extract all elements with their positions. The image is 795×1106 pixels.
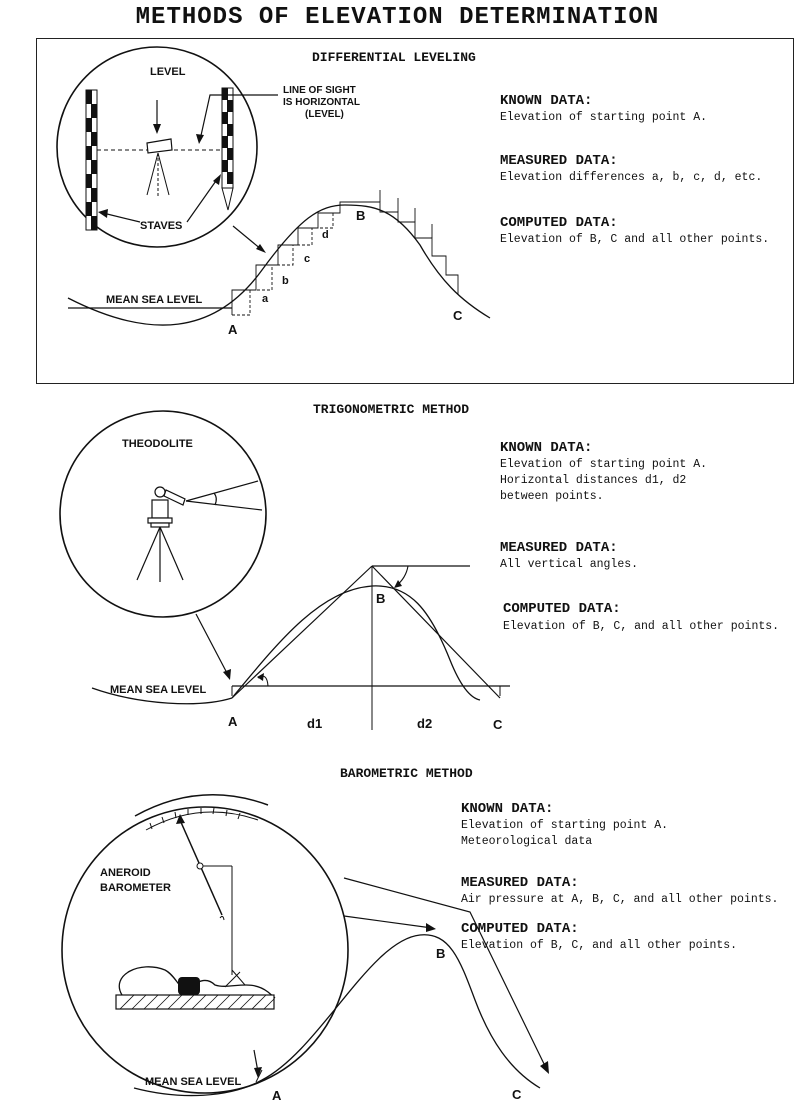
trig-computed-line: Elevation of B, C, and all other points. bbox=[503, 620, 780, 633]
leveling-computed-heading: COMPUTED DATA: bbox=[500, 215, 618, 231]
leveling-known-heading: KNOWN DATA: bbox=[500, 93, 593, 109]
point-b-label: B bbox=[356, 208, 365, 223]
line-of-sight-label-3: (LEVEL) bbox=[305, 109, 344, 120]
trig-known-line-2: Horizontal distances d1, d2 bbox=[500, 474, 687, 487]
baro-computed-heading: COMPUTED DATA: bbox=[461, 921, 579, 937]
baro-known-line-1: Elevation of starting point A. bbox=[461, 819, 669, 832]
trig-known-heading: KNOWN DATA: bbox=[500, 440, 593, 456]
leveling-measured-line: Elevation differences a, b, c, d, etc. bbox=[500, 171, 763, 184]
trig-point-c-label: C bbox=[493, 717, 503, 732]
trig-point-b-label: B bbox=[376, 591, 385, 606]
leveling-known-line: Elevation of starting point A. bbox=[500, 111, 708, 124]
barometer-detail-circle bbox=[61, 806, 349, 1094]
baro-known-line-2: Meteorological data bbox=[461, 835, 593, 848]
aneroid-label-2: BAROMETER bbox=[100, 882, 171, 894]
baro-computed-line: Elevation of B, C, and all other points. bbox=[461, 939, 738, 952]
baro-known-heading: KNOWN DATA: bbox=[461, 801, 554, 817]
baro-mean-sea-level-label: MEAN SEA LEVEL bbox=[145, 1076, 241, 1088]
leveling-measured-heading: MEASURED DATA: bbox=[500, 153, 618, 169]
trigonometric-title: TRIGONOMETRIC METHOD bbox=[313, 402, 470, 417]
line-of-sight-label-2: IS HORIZONTAL bbox=[283, 97, 360, 108]
point-a-label: A bbox=[228, 322, 238, 337]
level-instrument bbox=[146, 138, 173, 196]
level-detail-circle bbox=[56, 46, 258, 248]
trig-mean-sea-level-label: MEAN SEA LEVEL bbox=[110, 684, 206, 696]
theodolite-label: THEODOLITE bbox=[122, 438, 193, 450]
diff-b-label: b bbox=[282, 275, 289, 287]
trig-msl-curve bbox=[91, 687, 233, 705]
aneroid-label-1: ANEROID bbox=[100, 867, 151, 879]
theodolite-instrument bbox=[136, 480, 263, 582]
barometric-title: BAROMETRIC METHOD bbox=[340, 766, 473, 781]
right-staff bbox=[221, 87, 234, 211]
leveling-steps bbox=[231, 190, 459, 316]
barometer-base bbox=[115, 994, 275, 1010]
diff-c-label: c bbox=[304, 253, 310, 265]
distance-d2-label: d2 bbox=[417, 716, 432, 731]
baro-point-b-label: B bbox=[436, 946, 445, 961]
page-title: METHODS OF ELEVATION DETERMINATION bbox=[135, 4, 660, 31]
trig-computed-heading: COMPUTED DATA: bbox=[503, 601, 621, 617]
baro-terrain-profile bbox=[261, 934, 541, 1089]
baro-measured-heading: MEASURED DATA: bbox=[461, 875, 579, 891]
baro-measured-line: Air pressure at A, B, C, and all other p… bbox=[461, 893, 779, 906]
trig-terrain-profile bbox=[231, 585, 481, 701]
diff-a-label: a bbox=[262, 293, 269, 305]
left-staff bbox=[85, 89, 98, 231]
level-label: LEVEL bbox=[150, 66, 186, 78]
leveling-computed-line: Elevation of B, C and all other points. bbox=[500, 233, 770, 246]
line-of-sight-label-1: LINE OF SIGHT bbox=[283, 85, 356, 96]
terrain-profile bbox=[67, 204, 491, 326]
mean-sea-level-label: MEAN SEA LEVEL bbox=[106, 294, 202, 306]
baro-point-c-label: C bbox=[512, 1087, 522, 1102]
point-c-label: C bbox=[453, 308, 463, 323]
differential-leveling-panel bbox=[36, 38, 794, 384]
trig-measured-heading: MEASURED DATA: bbox=[500, 540, 618, 556]
differential-leveling-title: DIFFERENTIAL LEVELING bbox=[312, 50, 476, 65]
baro-msl-curve bbox=[133, 1079, 263, 1097]
distance-d1-label: d1 bbox=[307, 716, 322, 731]
trig-measured-line: All vertical angles. bbox=[500, 558, 639, 571]
trig-known-line-1: Elevation of starting point A. bbox=[500, 458, 708, 471]
diff-d-label: d bbox=[322, 229, 329, 241]
trig-known-line-3: between points. bbox=[500, 490, 604, 503]
theodolite-detail-circle bbox=[59, 410, 267, 618]
staves-label: STAVES bbox=[140, 220, 182, 232]
trig-point-a-label: A bbox=[228, 714, 238, 729]
baro-point-a-label: A bbox=[272, 1088, 282, 1103]
